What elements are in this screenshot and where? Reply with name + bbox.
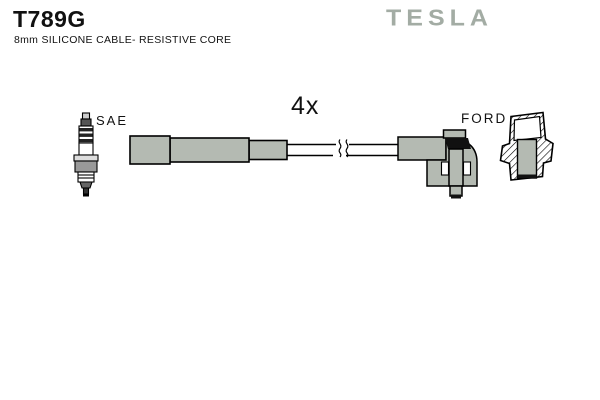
ford-connector-label: FORD xyxy=(461,111,508,126)
product-code: T789G xyxy=(13,6,86,32)
spark-plug-icon xyxy=(73,112,99,197)
product-description: 8mm SILICONE CABLE- RESISTIVE CORE xyxy=(14,34,232,46)
quantity-label: 4x xyxy=(291,92,320,120)
ignition-cable-drawing xyxy=(287,139,398,158)
cable-break-mark-icon xyxy=(338,139,349,158)
sae-plug-label: SAE xyxy=(96,113,129,128)
ford-terminal-cross-section-icon xyxy=(499,111,554,181)
distributor-boot-drawing xyxy=(397,129,478,199)
tesla-logo: TESLA xyxy=(386,5,493,31)
plug-boot-drawing xyxy=(129,135,288,165)
